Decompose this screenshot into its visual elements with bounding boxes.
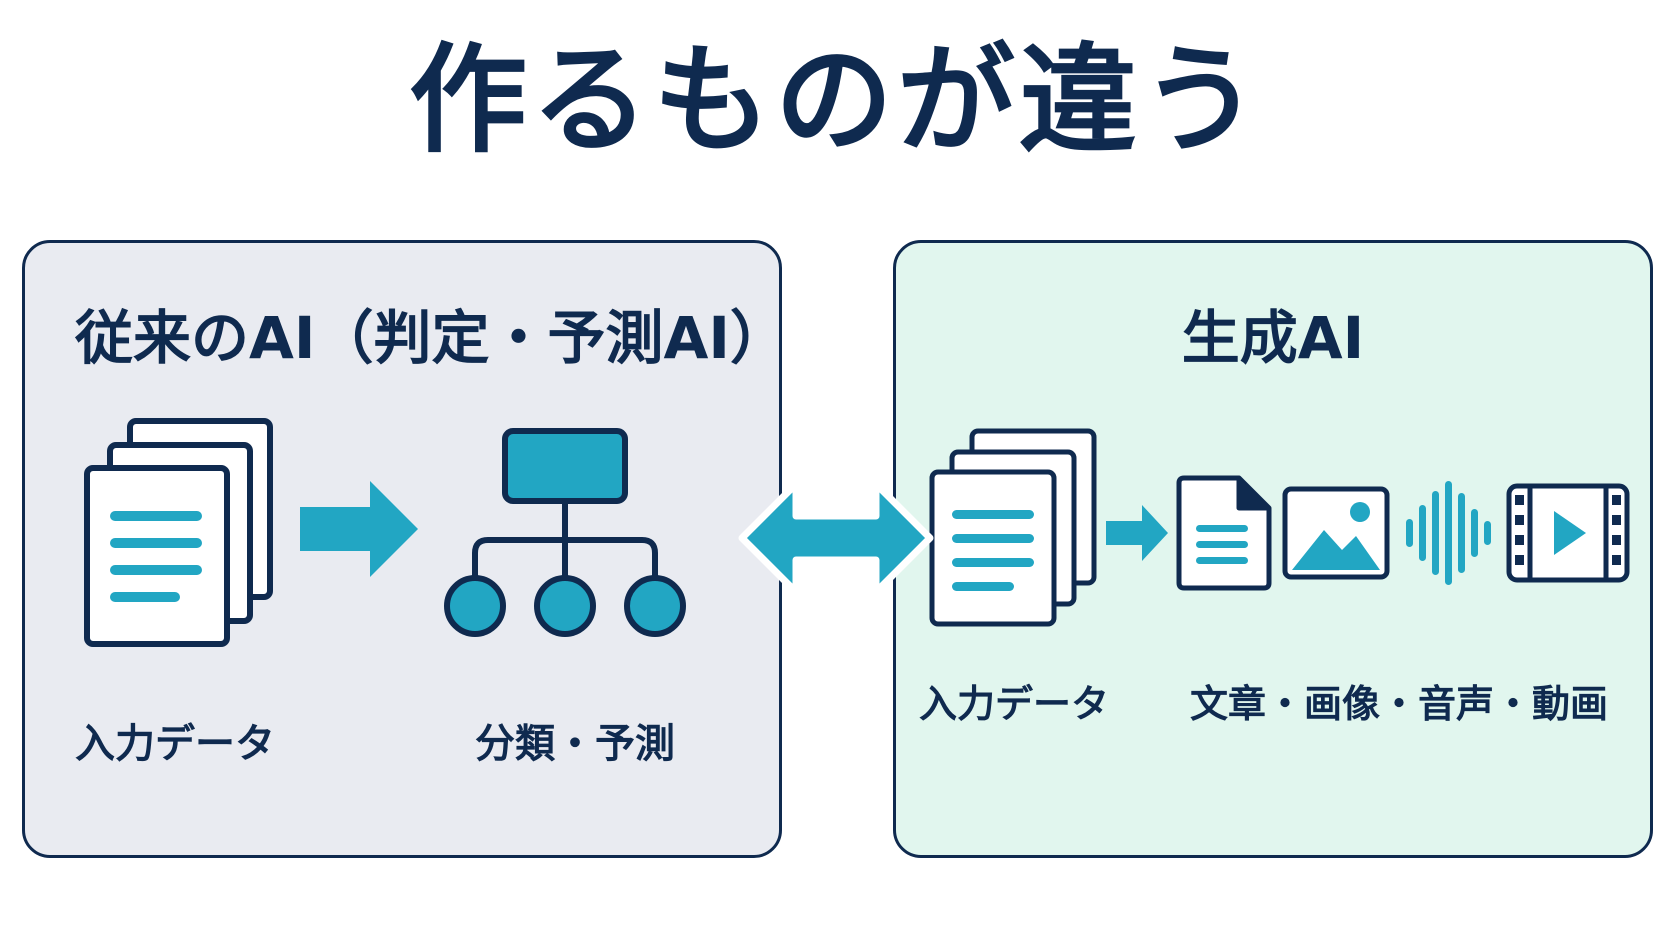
traditional-input-label: 入力データ (75, 721, 275, 767)
traditional-ai-title: 従来のAI（判定・予測AI） (75, 304, 788, 372)
double-arrow-icon (738, 480, 934, 596)
right-arrow-icon (300, 481, 418, 577)
traditional-ai-panel: 従来のAI（判定・予測AI） 入力データ 分類・予測 (22, 240, 788, 858)
generative-ai-title: 生成AI (1181, 304, 1365, 372)
audio-waveform-icon (1406, 481, 1491, 585)
right-arrow-icon (1106, 505, 1168, 561)
text-file-icon (1176, 475, 1272, 591)
generative-input-label: 入力データ (918, 682, 1109, 726)
video-film-icon (1506, 483, 1630, 583)
generative-ai-panel: 生成AI (893, 240, 1653, 858)
generative-output-label: 文章・画像・音声・動画 (1189, 682, 1608, 726)
documents-stack-icon (84, 418, 273, 647)
traditional-output-label: 分類・予測 (475, 721, 675, 767)
main-title: 作るものが違う (408, 31, 1263, 169)
documents-stack-icon (929, 428, 1097, 627)
classification-tree-icon (444, 428, 686, 637)
image-icon (1282, 486, 1390, 580)
